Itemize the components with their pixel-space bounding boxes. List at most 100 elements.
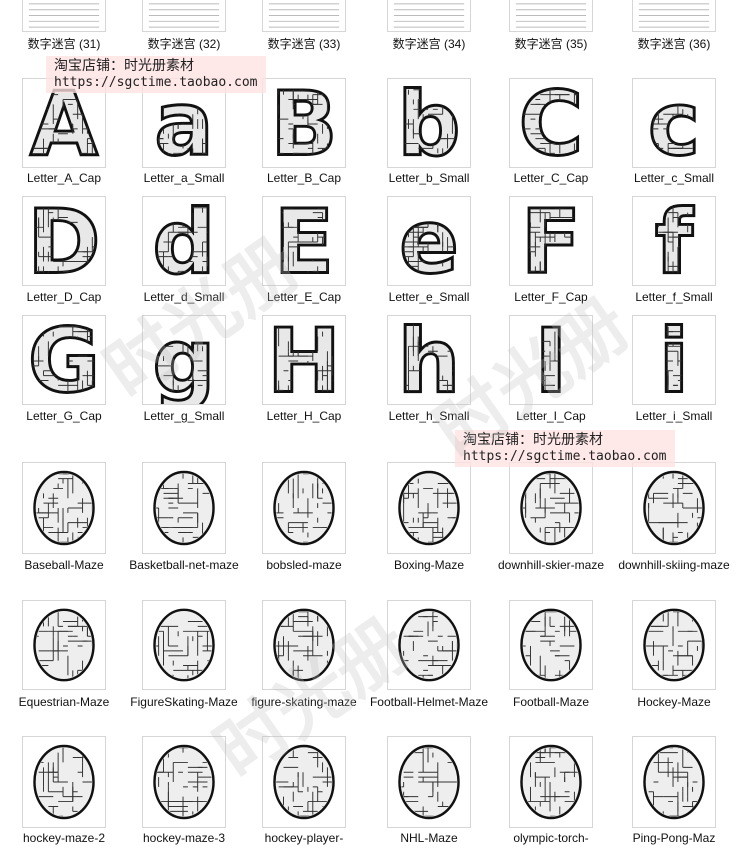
file-name-label: bobsled-maze bbox=[266, 558, 342, 572]
file-name-label: 数字迷宫 (34) bbox=[392, 37, 466, 51]
file-thumbnail[interactable] bbox=[142, 736, 226, 828]
file-thumbnail[interactable] bbox=[632, 736, 716, 828]
maze-shape bbox=[153, 470, 215, 546]
file-thumbnail[interactable] bbox=[262, 736, 346, 828]
sheet-grid bbox=[28, 3, 100, 28]
maze-shape bbox=[643, 470, 705, 546]
file-name-label: 数字迷宫 (35) bbox=[514, 37, 588, 51]
shop-watermark-label: 淘宝店铺：时光册素材 bbox=[54, 58, 194, 74]
file-name-label: hockey-maze-2 bbox=[22, 831, 106, 845]
file-thumbnail[interactable] bbox=[509, 0, 593, 32]
sheet-grid bbox=[638, 3, 710, 28]
maze-paths bbox=[647, 84, 701, 162]
file-name-label: 数字迷宫 (36) bbox=[637, 37, 711, 51]
shop-watermark-url: https://sgctime.taobao.com bbox=[54, 75, 258, 90]
maze-paths bbox=[28, 321, 100, 399]
maze-shape bbox=[153, 744, 215, 820]
file-name-label: Letter_E_Cap bbox=[266, 290, 342, 304]
shop-watermark-middle: 淘宝店铺：时光册素材 https://sgctime.taobao.com bbox=[455, 430, 675, 467]
file-name-label: hockey-player- bbox=[264, 831, 344, 845]
maze-paths bbox=[520, 202, 582, 280]
sheet-grid bbox=[515, 3, 587, 28]
file-thumbnail[interactable] bbox=[262, 462, 346, 554]
file-thumbnail[interactable] bbox=[509, 600, 593, 690]
maze-shape bbox=[398, 608, 460, 682]
file-name-label: Letter_G_Cap bbox=[26, 409, 102, 423]
file-thumbnail[interactable] bbox=[142, 462, 226, 554]
file-thumbnail[interactable] bbox=[22, 462, 106, 554]
maze-shape bbox=[643, 608, 705, 682]
file-name-label: figure-skating-maze bbox=[251, 695, 357, 709]
file-thumbnail[interactable] bbox=[632, 0, 716, 32]
file-name-label: Letter_B_Cap bbox=[266, 171, 342, 185]
maze-shape bbox=[273, 470, 335, 546]
file-name-label: Letter_c_Small bbox=[633, 171, 715, 185]
letter-outline: C bbox=[519, 79, 583, 167]
letter-outline: E bbox=[274, 197, 334, 285]
maze-shape bbox=[33, 608, 95, 682]
maze-paths bbox=[270, 84, 338, 162]
letter-outline: f bbox=[655, 197, 695, 285]
letter-outline: h bbox=[398, 316, 461, 404]
file-name-label: downhill-skier-maze bbox=[497, 558, 605, 572]
maze-paths bbox=[28, 202, 100, 280]
letter-outline: G bbox=[28, 316, 100, 404]
maze-paths bbox=[154, 84, 214, 162]
file-thumbnail[interactable] bbox=[387, 600, 471, 690]
maze-paths bbox=[268, 321, 340, 399]
file-thumbnail[interactable] bbox=[509, 462, 593, 554]
maze-paths bbox=[398, 321, 461, 399]
file-thumbnail[interactable] bbox=[22, 736, 106, 828]
file-name-label: 数字迷宫 (33) bbox=[267, 37, 341, 51]
file-thumbnail[interactable] bbox=[142, 0, 226, 32]
maze-shape bbox=[643, 744, 705, 820]
file-thumbnail[interactable] bbox=[142, 600, 226, 690]
file-thumbnail[interactable] bbox=[22, 600, 106, 690]
file-thumbnail[interactable] bbox=[387, 0, 471, 32]
maze-shape bbox=[520, 744, 582, 820]
file-name-label: Ping-Pong-Maz bbox=[632, 831, 716, 845]
file-thumbnail[interactable] bbox=[262, 0, 346, 32]
file-name-label: hockey-maze-3 bbox=[142, 831, 226, 845]
file-name-label: NHL-Maze bbox=[400, 831, 458, 845]
file-name-label: Football-Maze bbox=[512, 695, 590, 709]
sheet-grid bbox=[148, 3, 220, 28]
file-thumbnail[interactable] bbox=[509, 736, 593, 828]
file-thumbnail[interactable] bbox=[632, 462, 716, 554]
file-name-label: Letter_a_Small bbox=[143, 171, 225, 185]
file-thumbnail[interactable] bbox=[22, 0, 106, 32]
file-thumbnail[interactable] bbox=[387, 462, 471, 554]
shop-watermark-url: https://sgctime.taobao.com bbox=[463, 449, 667, 464]
file-thumbnail[interactable] bbox=[262, 600, 346, 690]
file-name-label: Boxing-Maze bbox=[393, 558, 465, 572]
maze-paths bbox=[518, 84, 584, 162]
file-thumbnail[interactable] bbox=[387, 736, 471, 828]
file-name-label: Letter_f_Small bbox=[635, 290, 713, 304]
maze-shape bbox=[273, 608, 335, 682]
file-name-label: Letter_F_Cap bbox=[514, 290, 588, 304]
maze-shape bbox=[153, 608, 215, 682]
maze-paths bbox=[397, 89, 461, 162]
maze-shape bbox=[273, 744, 335, 820]
file-name-label: Letter_h_Small bbox=[388, 409, 470, 423]
file-thumbnail[interactable] bbox=[632, 600, 716, 690]
